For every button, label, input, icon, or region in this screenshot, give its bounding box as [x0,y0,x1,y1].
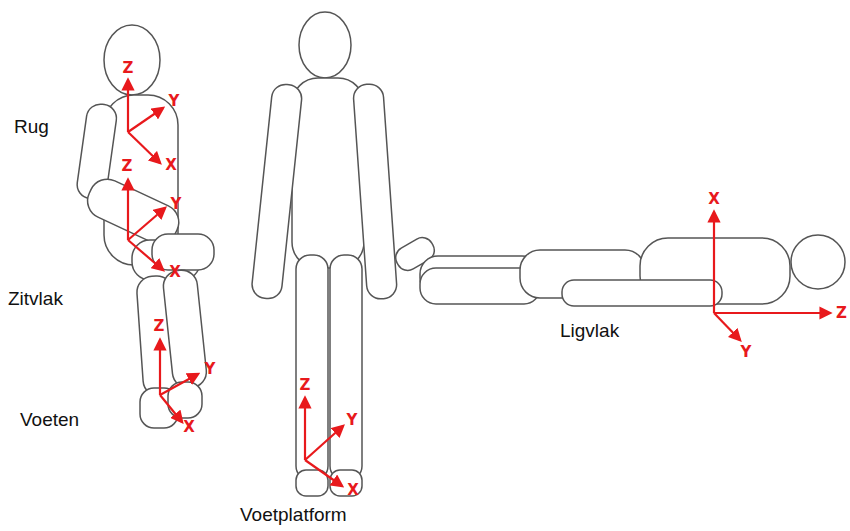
part-name: Ligvlak [560,321,619,340]
axis-letter: X [169,265,181,280]
axis-letter: Z [154,319,165,334]
axis-letter: Z [122,159,133,174]
human-figures [75,12,845,496]
coordinate-axes [128,80,830,486]
axis-letter: Y [347,413,358,428]
axis-letter: Z [123,61,134,76]
part-name: Rug [14,117,49,136]
axis-letter: Z [300,378,311,393]
axis-letter: X [165,158,177,173]
axis-letter: X [347,483,359,498]
axis-letter: Y [205,362,216,377]
axis-letter: Y [169,94,180,109]
part-name: Zitvlak [8,289,63,308]
axis-letter: X [708,192,720,207]
axis-letter: Z [836,306,847,321]
axis-letter: Y [741,345,752,360]
axis-letter: X [183,420,195,435]
part-name: Voetplatform [240,505,347,524]
axis-letter: Y [171,197,182,212]
part-name: Voeten [20,410,79,429]
